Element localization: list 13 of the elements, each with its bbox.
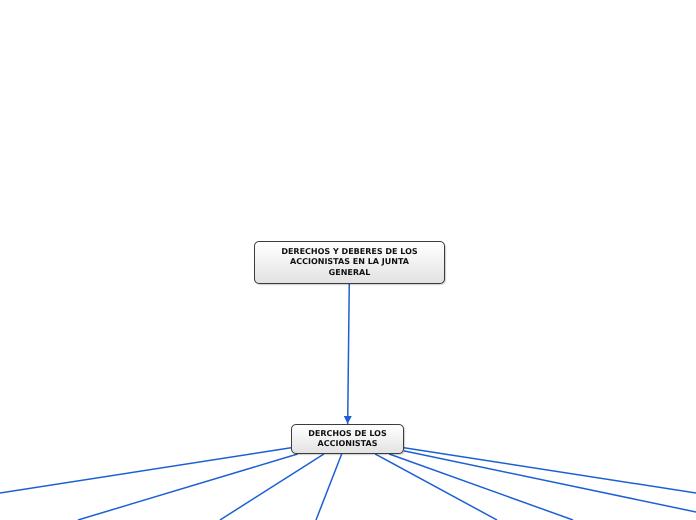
connector-line xyxy=(0,447,292,494)
connector-line xyxy=(220,453,324,520)
topic-box xyxy=(254,241,445,284)
topic-text: DERECHOS Y DEBERES DE LOS ACCIONISTAS EN LA JUNTA GENERAL xyxy=(280,246,419,278)
connector-line xyxy=(78,453,298,520)
arrow xyxy=(344,284,352,424)
topic-box xyxy=(291,424,404,454)
topic-text: DERCHOS DE LOS ACCIONISTAS xyxy=(307,428,388,450)
connector-line xyxy=(404,447,696,494)
connector-line xyxy=(389,453,574,520)
connector-line xyxy=(374,453,498,520)
connector-line xyxy=(404,450,696,513)
connector-line xyxy=(315,454,342,520)
